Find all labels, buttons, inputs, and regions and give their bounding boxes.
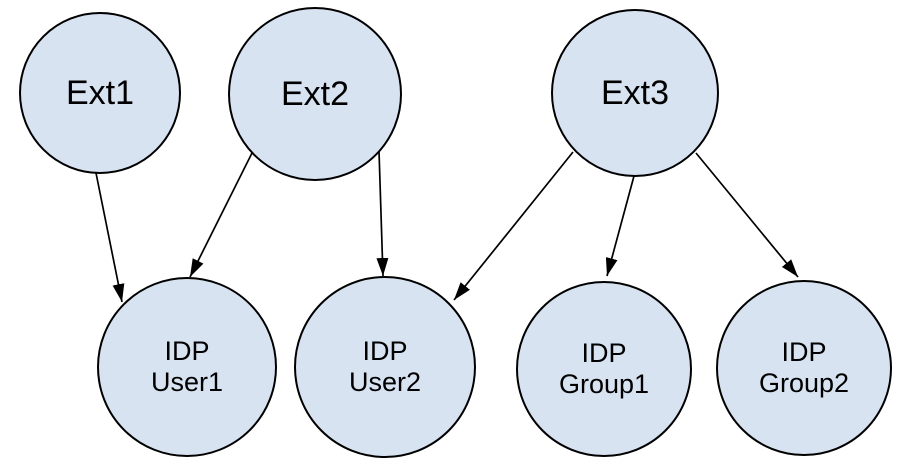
edge-ext3-idp-group2 — [695, 152, 799, 278]
node-idp-user2: IDP User2 — [294, 276, 476, 458]
edge-ext2-idp-user1 — [189, 152, 253, 278]
edge-ext1-idp-user1 — [95, 172, 125, 303]
node-ext2-label: Ext2 — [280, 74, 350, 113]
node-idp-user2-label: IDP User2 — [348, 336, 422, 397]
node-idp-group2-label: IDP Group2 — [758, 337, 850, 398]
node-ext3-label: Ext3 — [600, 73, 670, 112]
node-ext1-label: Ext1 — [65, 73, 135, 112]
edge-ext3-idp-user2 — [453, 151, 574, 301]
node-ext2: Ext2 — [228, 7, 402, 181]
edge-ext2-idp-user2 — [376, 150, 389, 277]
node-idp-user1: IDP User1 — [97, 277, 277, 457]
node-idp-group1-label: IDP Group1 — [558, 338, 650, 399]
node-idp-user1-label: IDP User1 — [150, 336, 224, 397]
node-idp-group2: IDP Group2 — [716, 280, 892, 456]
edge-ext3-idp-group1 — [605, 175, 635, 277]
node-idp-group1: IDP Group1 — [516, 281, 692, 457]
node-ext1: Ext1 — [19, 12, 181, 174]
node-ext3: Ext3 — [551, 9, 719, 177]
